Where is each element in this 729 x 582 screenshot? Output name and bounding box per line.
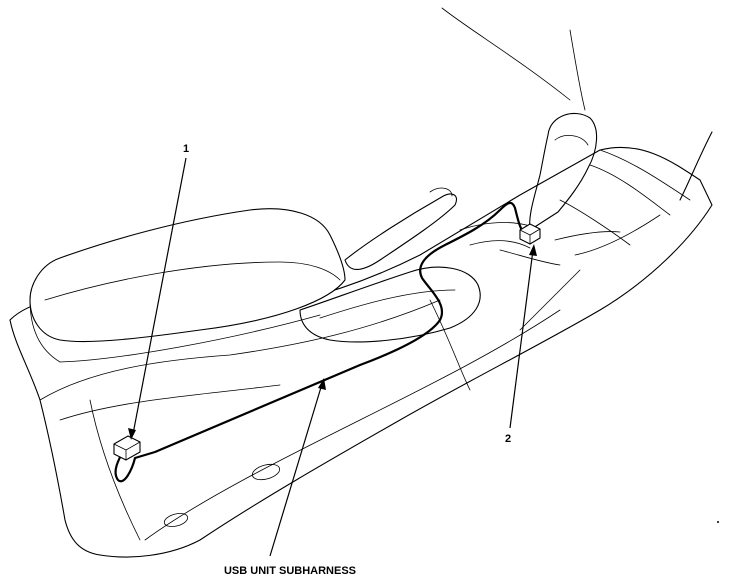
leader-line-2 xyxy=(509,244,537,429)
shift-lever xyxy=(529,112,598,231)
parking-brake-lever xyxy=(344,187,458,270)
usb-unit-subharness-label: USB UNIT SUBHARNESS xyxy=(224,565,356,577)
usb-subharness-wire xyxy=(114,201,528,483)
connector-2 xyxy=(519,223,541,245)
connector-1 xyxy=(113,435,141,461)
armrest xyxy=(29,208,346,363)
callout-1: 1 xyxy=(183,143,189,155)
center-console-body xyxy=(9,146,713,558)
cup-holder xyxy=(299,222,541,343)
leader-line-harness xyxy=(269,378,326,557)
dashboard-outline xyxy=(441,7,713,201)
callout-2: 2 xyxy=(505,433,511,445)
leader-line-1 xyxy=(128,157,187,440)
stray-mark xyxy=(717,521,719,523)
